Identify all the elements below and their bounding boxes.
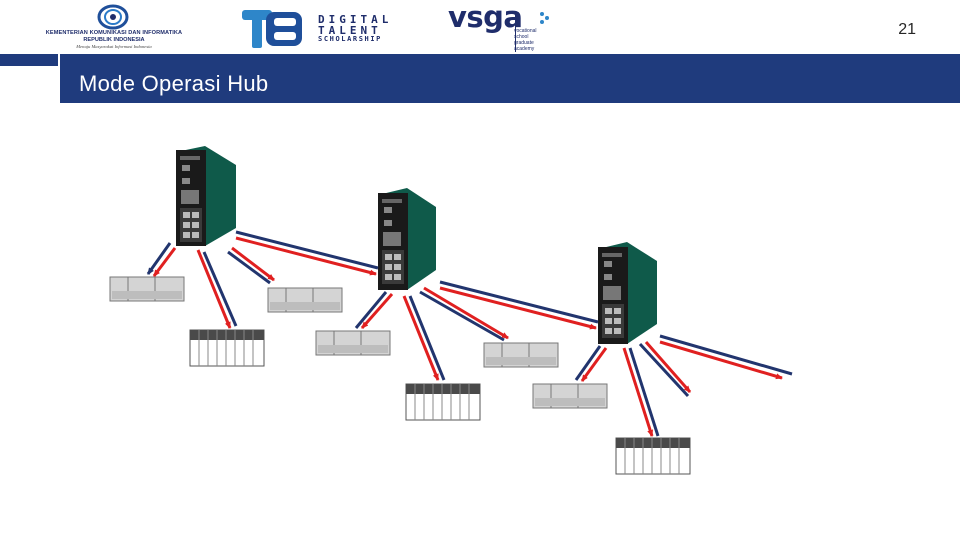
device-rack-2 — [405, 383, 481, 421]
dts-logo: DIGITAL TALENT SCHOLARSHIP — [240, 6, 410, 50]
kominfo-emblem-icon — [97, 4, 129, 30]
vsga-sub2: school — [514, 34, 529, 40]
device-flat-5 — [532, 383, 608, 409]
hub-switch-3 — [598, 242, 657, 344]
vsga-logo: vsga vocational school graduate academy — [448, 0, 558, 52]
device-rack-1 — [189, 329, 265, 367]
page-number: 21 — [898, 21, 916, 38]
slide-title: Mode Operasi Hub — [79, 71, 269, 96]
kominfo-tagline: Menuju Masyarakat Informasi Indonesia — [76, 44, 152, 49]
cables-hub-2 — [354, 280, 599, 381]
device-flat-4 — [483, 342, 559, 368]
dts-word-digital: DIGITAL — [318, 13, 393, 26]
device-flat-1 — [109, 276, 185, 302]
dts-word-talent: TALENT — [318, 24, 382, 37]
dts-word-scholarship: SCHOLARSHIP — [318, 35, 382, 43]
vsga-dots-icon — [540, 12, 549, 24]
dts-mark-icon — [242, 10, 302, 48]
title-band — [60, 54, 960, 103]
device-rack-3 — [615, 437, 691, 475]
vsga-sub1: vocational — [514, 28, 537, 34]
kominfo-logo: KEMENTERIAN KOMUNIKASI DAN INFORMATIKA R… — [38, 4, 190, 50]
device-flat-2 — [267, 287, 343, 313]
hub-switch-1 — [176, 146, 236, 246]
device-flat-3 — [315, 330, 391, 356]
title-band-accent — [0, 54, 58, 66]
vsga-sub3: graduate — [514, 40, 534, 46]
vsga-wordmark: vsga — [448, 0, 523, 34]
vsga-sub4: academy — [514, 46, 535, 52]
kominfo-line1: KEMENTERIAN KOMUNIKASI DAN INFORMATIKA — [45, 30, 183, 36]
cables-hub-1 — [146, 230, 379, 329]
cables-hub-3 — [574, 334, 793, 437]
hub-switch-2 — [378, 188, 436, 290]
vsga-divider — [515, 14, 516, 52]
kominfo-line2: REPUBLIK INDONESIA — [83, 37, 145, 43]
